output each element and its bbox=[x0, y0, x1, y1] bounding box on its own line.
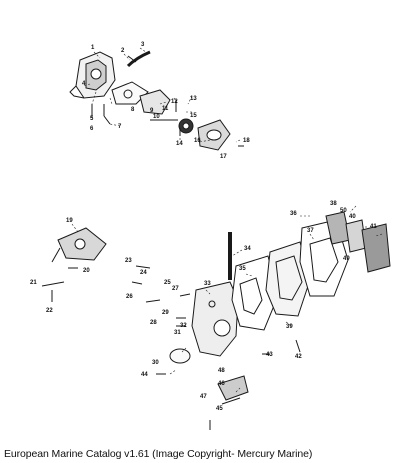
lower-small-parts bbox=[131, 265, 301, 430]
part-label: 9 bbox=[150, 108, 154, 114]
part-label: 2 bbox=[121, 48, 125, 54]
part-label: 6 bbox=[90, 126, 94, 132]
filter-element bbox=[178, 118, 194, 134]
part-label: 18 bbox=[243, 138, 250, 144]
part-label: 47 bbox=[200, 394, 207, 400]
part-label: 26 bbox=[126, 294, 133, 300]
part-label: 24 bbox=[140, 270, 147, 276]
part-label: 21 bbox=[30, 280, 37, 286]
part-label: 5 bbox=[90, 116, 94, 122]
reed-petals bbox=[325, 211, 391, 273]
part-label: 22 bbox=[46, 308, 53, 314]
part-number-labels: 1 2 3 4 5 6 7 8 9 10 11 12 13 14 15 16 1… bbox=[30, 42, 377, 412]
part-label: 23 bbox=[125, 258, 132, 264]
part-label: 30 bbox=[152, 360, 159, 366]
primer-diaphragm bbox=[169, 348, 191, 364]
part-label: 44 bbox=[141, 372, 148, 378]
intake-cover bbox=[41, 227, 107, 302]
part-label: 28 bbox=[150, 320, 157, 326]
part-label: 11 bbox=[162, 106, 169, 112]
crankcase-cover bbox=[191, 281, 239, 357]
fuel-pump-plate bbox=[139, 89, 171, 115]
part-label: 41 bbox=[370, 224, 377, 230]
part-label: 40 bbox=[349, 214, 356, 220]
fuel-hose bbox=[126, 50, 151, 68]
copyright-caption: European Marine Catalog v1.61 (Image Cop… bbox=[4, 448, 313, 460]
part-label: 3 bbox=[141, 42, 145, 48]
part-label: 20 bbox=[83, 268, 90, 274]
part-label: 16 bbox=[194, 138, 201, 144]
part-label: 25 bbox=[164, 280, 171, 286]
part-label: 29 bbox=[162, 310, 169, 316]
fuel-filter-bowl bbox=[197, 119, 231, 151]
part-label: 27 bbox=[172, 286, 179, 292]
part-label: 39 bbox=[286, 324, 293, 330]
part-label: 19 bbox=[66, 218, 73, 224]
part-label: 46 bbox=[218, 381, 225, 387]
part-label: 13 bbox=[190, 96, 197, 102]
part-label: 1 bbox=[91, 45, 95, 51]
part-label: 8 bbox=[131, 107, 135, 113]
part-label: 49 bbox=[343, 256, 350, 262]
reed-plate-gasket bbox=[231, 255, 279, 331]
part-label: 4 bbox=[82, 81, 86, 87]
part-label: 31 bbox=[174, 330, 181, 336]
primer-bracket bbox=[217, 375, 249, 405]
part-label: 34 bbox=[244, 246, 251, 252]
part-label: 14 bbox=[176, 141, 183, 147]
part-label: 42 bbox=[295, 354, 302, 360]
part-label: 32 bbox=[180, 323, 187, 329]
part-label: 10 bbox=[153, 114, 160, 120]
leader-lines bbox=[71, 47, 383, 393]
part-label: 15 bbox=[190, 113, 197, 119]
part-label: 45 bbox=[216, 406, 223, 412]
part-label: 35 bbox=[239, 266, 246, 272]
part-label: 50 bbox=[340, 208, 347, 214]
part-label: 33 bbox=[204, 281, 211, 287]
part-label: 37 bbox=[307, 228, 314, 234]
part-label: 36 bbox=[290, 211, 297, 217]
part-label: 43 bbox=[266, 352, 273, 358]
part-label: 17 bbox=[220, 154, 227, 160]
carburetor-body bbox=[69, 51, 116, 99]
reed-block-assembly bbox=[265, 241, 311, 317]
part-label: 7 bbox=[118, 124, 122, 130]
part-label: 38 bbox=[330, 201, 337, 207]
part-label: 12 bbox=[171, 99, 178, 105]
part-label: 48 bbox=[218, 368, 225, 374]
